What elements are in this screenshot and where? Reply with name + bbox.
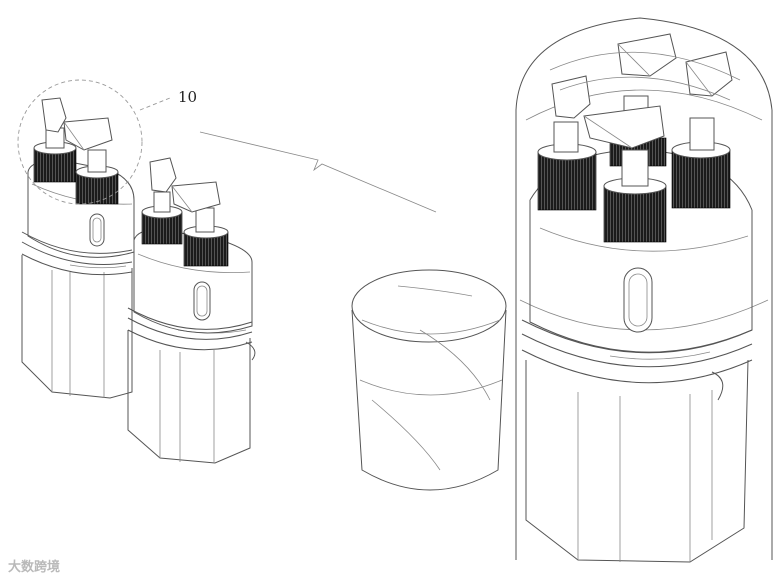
- clear-sleeve: [351, 269, 507, 491]
- reference-label: 10: [178, 88, 198, 106]
- watermark: 大数跨境: [8, 560, 61, 575]
- assembled-unit: [515, 17, 773, 563]
- left-dispenser-unit: [17, 79, 171, 399]
- break-line: [199, 131, 437, 213]
- second-dispenser-unit: [127, 157, 256, 464]
